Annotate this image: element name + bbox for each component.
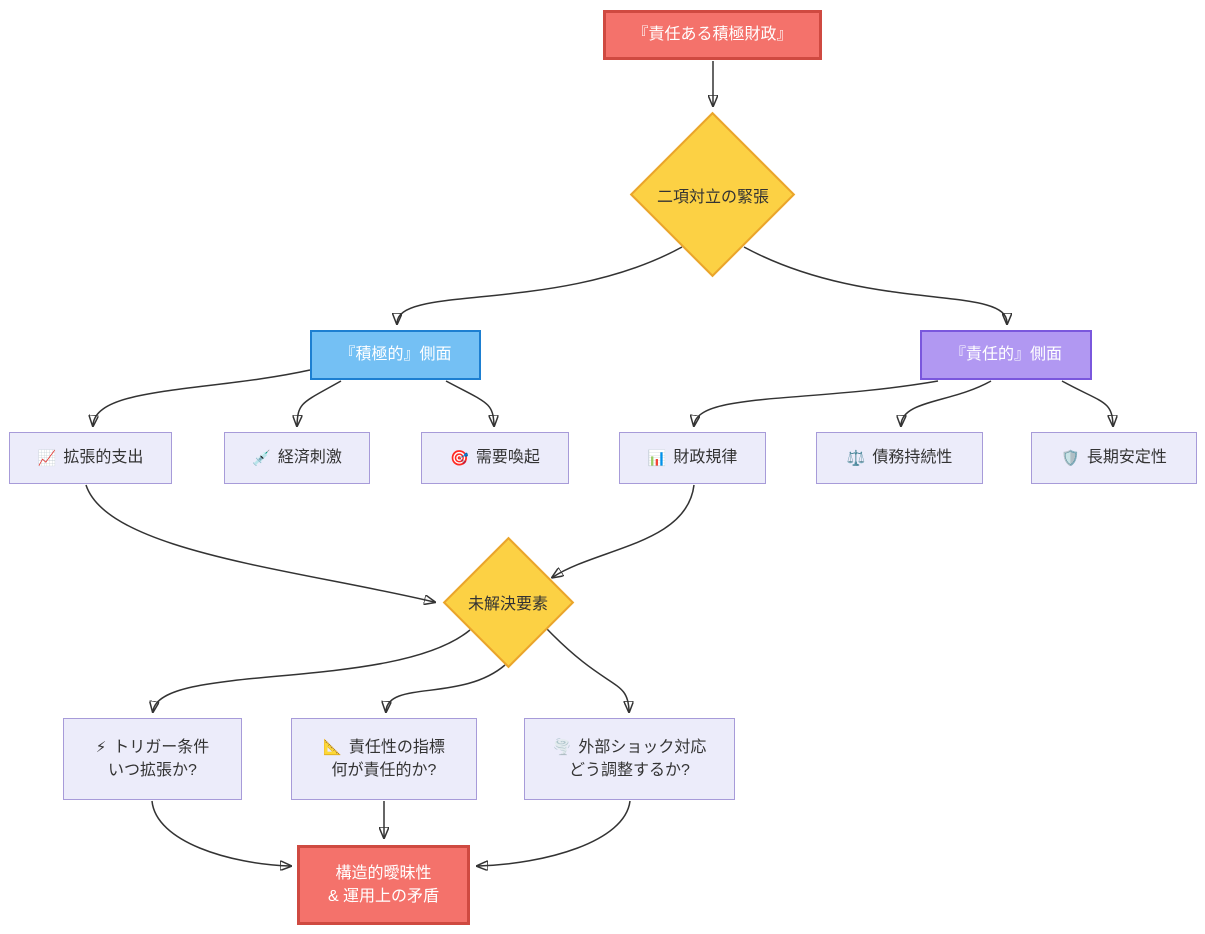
node-conclusion: 構造的曖昧性 & 運用上の矛盾: [297, 845, 470, 925]
shield-icon: 🛡️: [1061, 449, 1080, 467]
edge-shock-conclusion: [478, 800, 631, 866]
node-trigger-conditions: ⚡ トリガー条件 いつ拡張か?: [63, 718, 242, 800]
node-expansionary-spending: 📈 拡張的支出: [9, 432, 172, 484]
node-unresolved-label: 未解決要素: [467, 596, 549, 613]
chart-increasing-icon: 📈: [37, 449, 57, 467]
edge-responsible-debt: [901, 380, 992, 425]
node-label: 需要喚起: [475, 449, 540, 467]
node-label: 債務持続性: [872, 449, 953, 467]
node-debt-sustainability: ⚖️ 債務持続性: [816, 432, 983, 484]
node-root: 『責任ある積極財政』: [603, 10, 822, 60]
edge-tension-active-side: [397, 246, 683, 323]
node-long-term-stability: 🛡️ 長期安定性: [1031, 432, 1197, 484]
node-label: 長期安定性: [1086, 449, 1167, 467]
edge-active-stimulus: [297, 380, 342, 425]
edge-responsible-discipline: [694, 380, 939, 425]
edge-responsible-stability: [1061, 380, 1113, 425]
node-label: 拡張的支出: [63, 449, 144, 467]
edge-unresolved-trigger: [153, 629, 471, 711]
node-label: 財政規律: [673, 449, 738, 467]
edge-discipline-unresolved: [553, 484, 695, 577]
edge-expansionary-unresolved: [85, 484, 434, 602]
node-label: 『積極的』側面: [339, 346, 452, 364]
node-active-side: 『積極的』側面: [310, 330, 481, 380]
node-sublabel: いつ拡張か?: [108, 762, 197, 779]
edge-unresolved-metrics: [386, 664, 506, 711]
lightning-icon: ⚡: [95, 738, 107, 756]
node-economic-stimulus: 💉 経済刺激: [224, 432, 370, 484]
target-icon: 🎯: [450, 449, 469, 467]
node-sublabel: 何が責任的か?: [331, 762, 437, 779]
node-label: 経済刺激: [277, 449, 342, 467]
node-label: 『責任的』側面: [949, 346, 1062, 364]
balance-scale-icon: ⚖️: [846, 449, 866, 467]
triangular-ruler-icon: 📐: [323, 738, 342, 756]
edge-tension-responsible-side: [743, 246, 1007, 323]
node-label: 外部ショック対応: [578, 738, 707, 756]
node-label-line2: & 運用上の矛盾: [327, 888, 440, 905]
node-tension-label: 二項対立の緊張: [656, 189, 770, 206]
node-label: トリガー条件: [113, 738, 210, 756]
node-responsible-side: 『責任的』側面: [920, 330, 1092, 380]
bar-chart-icon: 📊: [647, 449, 667, 467]
node-label: 責任性の指標: [348, 738, 445, 756]
edge-active-expansionary: [93, 369, 311, 425]
edge-active-demand: [445, 380, 494, 425]
syringe-icon: 💉: [252, 449, 271, 467]
node-label: 『責任ある積極財政』: [632, 26, 793, 44]
node-external-shock: 🌪️ 外部ショック対応 どう調整するか?: [524, 718, 735, 800]
node-fiscal-discipline: 📊 財政規律: [619, 432, 766, 484]
tornado-icon: 🌪️: [552, 738, 572, 756]
node-responsibility-metrics: 📐 責任性の指標 何が責任的か?: [291, 718, 477, 800]
node-demand-creation: 🎯 需要喚起: [421, 432, 569, 484]
edge-trigger-conclusion: [151, 800, 290, 866]
node-sublabel: どう調整するか?: [569, 762, 690, 779]
edge-unresolved-shock: [546, 628, 629, 711]
node-label-line1: 構造的曖昧性: [335, 864, 432, 882]
